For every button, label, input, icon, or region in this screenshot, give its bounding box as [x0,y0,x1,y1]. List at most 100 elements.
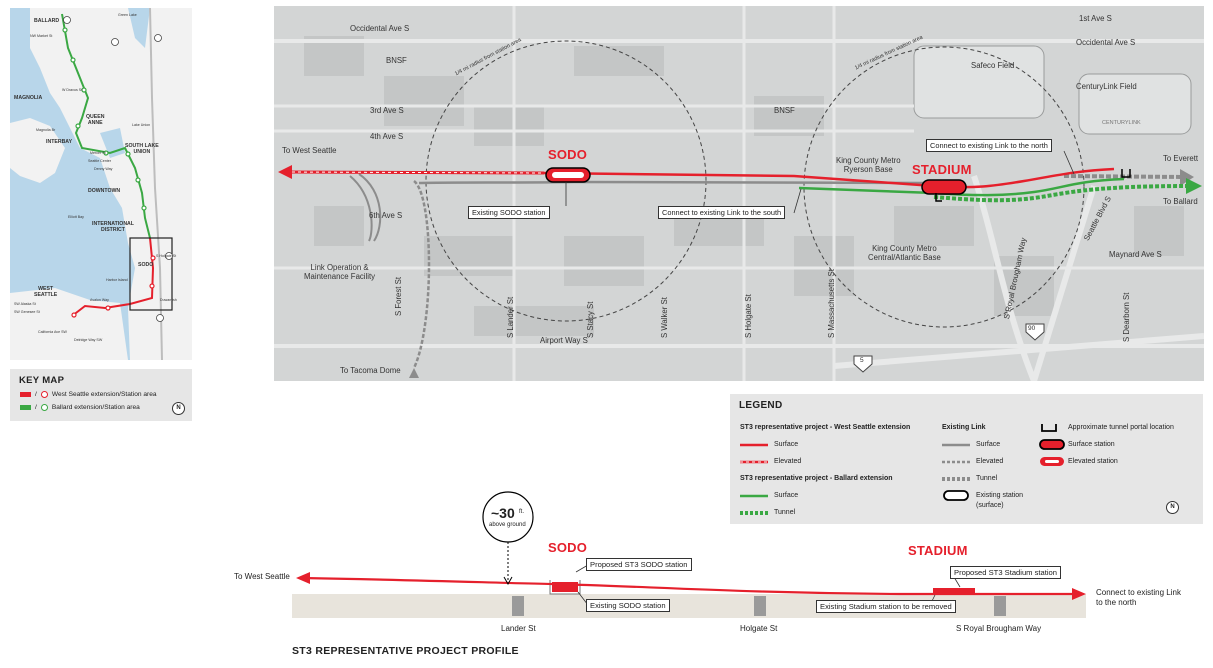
key-map-street: Harbor Island [106,278,128,282]
to-tacoma-dome-label: To Tacoma Dome [340,366,401,375]
i90-shield-label: 90 [1028,325,1036,332]
legend-symbols [740,424,1065,515]
main-map: Occidental Ave S BNSF 3rd Ave S 4th Ave … [274,6,1204,381]
legend-ws-surface: Surface [774,441,799,448]
key-map-street: Mercer St [90,151,106,155]
key-map-street: Denny Way [94,167,113,171]
profile-to-west-seattle: To West Seattle [234,572,290,581]
key-map-street: Duwamish [160,298,177,302]
key-map-graphic [10,8,192,360]
centurylink-field-label: CenturyLink Field [1076,82,1137,91]
key-map-legend-item: / West Seattle extension/Station area [20,391,157,398]
kcm-ryerson-label: King County Metro Ryerson Base [836,156,901,174]
street-occidental-right: Occidental Ave S [1076,38,1136,47]
legend-existing-tunnel: Tunnel [976,475,998,482]
key-map-sodo: SODO [138,262,154,268]
street-bnsf-right: BNSF [774,106,795,115]
connect-south-callout: Connect to existing Link to the south [658,206,786,219]
proposed-sodo-callout: Proposed ST3 SODO station [586,558,692,571]
key-map-street: SW Genesee St [14,310,40,314]
key-map-street: Seattle Center [88,159,111,163]
stadium-station-label: STADIUM [912,162,972,177]
key-map-street: California Ave SW [38,330,67,334]
key-map-street: S Holgate St [156,254,177,258]
existing-sodo-callout: Existing SODO station [468,206,550,219]
to-ballard-label: To Ballard [1163,197,1198,206]
key-map-street: Avalon Way [90,298,109,302]
legend-tunnel-portal: Approximate tunnel portal location [1068,424,1174,431]
legend-existing-surface: Surface [976,441,1001,448]
map-legend: LEGEND ST3 representative project - West… [730,394,1203,524]
profile-connect-north: Connect to existing Link to the north [1096,588,1181,607]
key-map-south-lake-union: SOUTH LAKE UNION [125,143,159,155]
green-swatch-icon [20,405,31,410]
legend-existing-elevated: Elevated [976,458,1004,465]
legend-west-seattle-header: ST3 representative project - West Seattl… [740,424,911,431]
key-map-downtown: DOWNTOWN [88,188,121,194]
street-6th-ave: 6th Ave S [369,211,403,220]
street-1st-ave: 1st Ave S [1079,14,1112,23]
north-arrow-icon: N [1166,501,1179,514]
height-unit: ft. [519,509,525,515]
key-map: BALLARD MAGNOLIA QUEEN ANNE INTERBAY SOU… [10,8,192,360]
legend-elevated-station: Elevated station [1068,458,1118,465]
legend-title: LEGEND [739,400,783,411]
legend-ballard-header: ST3 representative project - Ballard ext… [740,475,893,482]
to-west-seattle-label: To West Seattle [282,146,337,155]
key-map-street: SW Alaska St [14,302,36,306]
safeco-field-label: Safeco Field [971,61,1015,70]
to-everett-label: To Everett [1163,154,1199,163]
green-ring-icon [40,404,48,411]
i5-shield-label: 5 [860,357,864,364]
street-3rd-ave: 3rd Ave S [370,106,404,115]
street-occidental-left: Occidental Ave S [350,24,410,33]
legend-existing-station: Existing station (surface) [976,492,1024,509]
key-map-street: NW Market St [30,34,53,38]
legend-surface-station: Surface station [1068,441,1115,448]
legend-ws-elevated: Elevated [774,458,802,465]
link-op-facility-label: Link Operation & Maintenance Facility [304,263,376,281]
legend-ballard-surface: Surface [774,492,799,499]
key-map-legend-item: / Ballard extension/Station area [20,404,140,411]
sodo-station-label: SODO [548,147,588,162]
height-note: above ground [489,522,526,528]
legend-ballard-tunnel: Tunnel [774,509,796,516]
proposed-stadium-callout: Proposed ST3 Stadium station [950,566,1061,579]
key-map-street: Delridge Way SW [74,338,103,342]
key-map-legend-label: Ballard extension/Station area [51,404,140,411]
key-map-ballard: BALLARD [34,18,60,24]
profile-street: Holgate St [740,624,778,633]
profile-sodo-label: SODO [548,540,588,555]
street-airport-way: Airport Way S [540,336,588,345]
main-map-graphic [274,6,1204,381]
red-swatch-icon [20,392,31,397]
key-map-west-seattle: WEST SEATTLE [34,286,58,298]
key-map-international-district: INTERNATIONAL DISTRICT [92,221,134,233]
profile-stadium-label: STADIUM [908,543,968,558]
street-bnsf-left: BNSF [386,56,407,65]
key-map-legend-label: West Seattle extension/Station area [51,391,157,398]
key-map-legend-title: KEY MAP [19,375,65,386]
existing-stadium-callout: Existing Stadium station to be removed [816,600,956,613]
legend-existing-header: Existing Link [942,424,986,431]
centurylink-sign: CENTURYLINK [1102,120,1141,126]
north-arrow-icon: N [172,402,185,415]
street-maynard: Maynard Ave S [1109,250,1162,259]
street-4th-ave: 4th Ave S [370,132,404,141]
key-map-interbay: INTERBAY [46,139,73,145]
key-map-street: Green Lake [118,13,137,17]
connect-north-callout: Connect to existing Link to the north [926,139,1052,152]
profile-street: S Royal Brougham Way [956,624,1042,633]
key-map-street: Magnolia Br [36,128,56,132]
existing-sodo-profile-callout: Existing SODO station [586,599,670,612]
profile-title: ST3 REPRESENTATIVE PROJECT PROFILE [292,645,519,657]
key-map-street: Elliott Bay [68,215,84,219]
key-map-queen-anne: QUEEN ANNE [86,114,105,126]
key-map-street: Lake Union [132,123,151,127]
kcm-central-label: King County Metro Central/Atlantic Base [868,244,941,262]
key-map-magnolia: MAGNOLIA [14,95,43,101]
key-map-street: W Dravus St [62,88,83,92]
height-value: ~30 [491,505,515,521]
